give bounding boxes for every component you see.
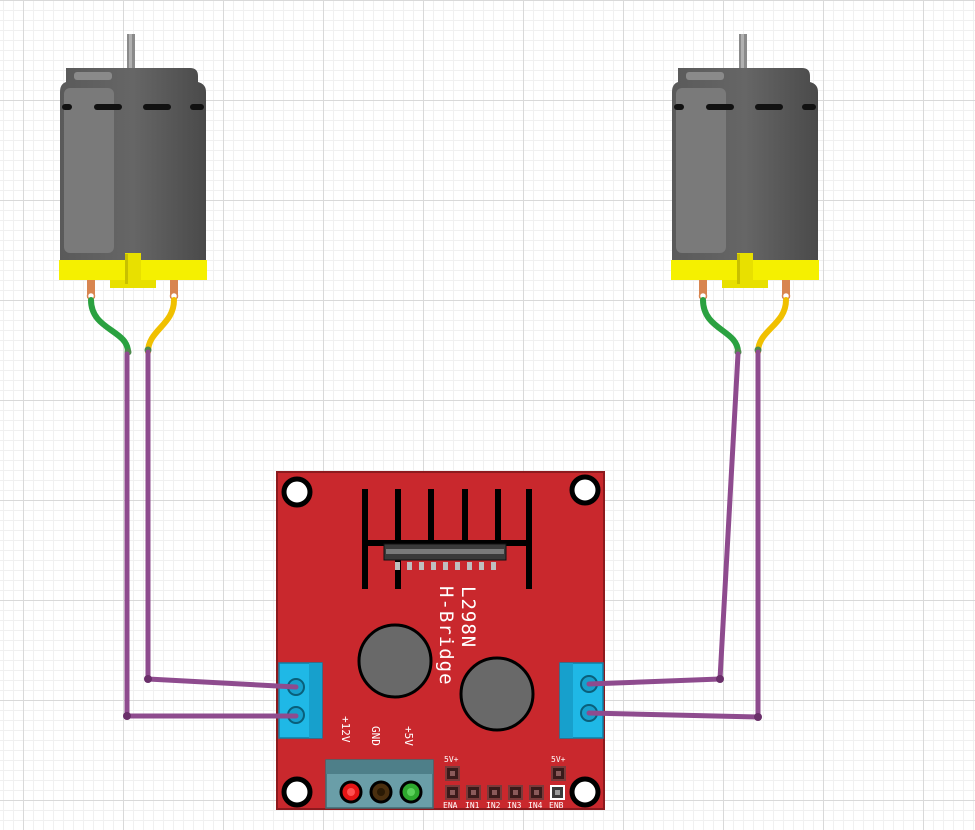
pin-label-ena: ENA [443, 801, 458, 810]
motor-terminal [170, 280, 178, 298]
mounting-holes [281, 474, 601, 808]
motor-lead-yellow [755, 297, 789, 355]
board-title-line1: L298N [457, 586, 479, 648]
output-terminal-left[interactable] [278, 662, 323, 739]
motor-lead-green [700, 297, 741, 355]
board-title-line2: H-Bridge [435, 586, 457, 686]
motor-terminal [87, 280, 95, 298]
output-terminal-right[interactable] [559, 662, 604, 739]
label-5v-left: 5V+ [444, 755, 459, 764]
dc-motor-right[interactable] [671, 34, 819, 356]
label-12v: +12V [339, 716, 352, 743]
pin-label-in1: IN1 [465, 801, 480, 810]
pin-label-in2: IN2 [486, 801, 501, 810]
motor-vent-slots [62, 104, 204, 110]
pcb [276, 471, 605, 810]
capacitor [459, 656, 535, 732]
motor-lead-green [88, 297, 131, 355]
power-terminal-block[interactable] [325, 759, 434, 809]
pin-label-in4: IN4 [528, 801, 543, 810]
motor-lead-yellow [145, 297, 177, 355]
label-5v-right: 5V+ [551, 755, 566, 764]
motor-terminal [699, 280, 707, 298]
board-title: L298N H-Bridge [435, 586, 479, 686]
pin-label-in3: IN3 [507, 801, 522, 810]
wire-bend-points [123, 675, 762, 721]
wire-left-motor-lead2[interactable] [145, 349, 299, 690]
wire-right-motor-lead1[interactable] [586, 351, 741, 687]
l298n-ic [383, 543, 507, 570]
l298n-board[interactable]: L298N H-Bridge +12V GND +5V [276, 471, 605, 810]
heat-sink [362, 489, 532, 589]
capacitor [357, 623, 433, 699]
label-gnd: GND [369, 726, 382, 746]
motor-vent-slots [674, 104, 816, 110]
motor-terminal [782, 280, 790, 298]
pin-label-enb: ENB [549, 801, 564, 810]
wire-left-motor-lead1[interactable] [124, 351, 299, 719]
header-pins[interactable]: 5V+ 5V+ ENA IN1 IN2 IN3 IN4 ENB [443, 755, 566, 810]
label-5v: +5V [402, 726, 415, 746]
dc-motor-left[interactable] [59, 34, 207, 356]
